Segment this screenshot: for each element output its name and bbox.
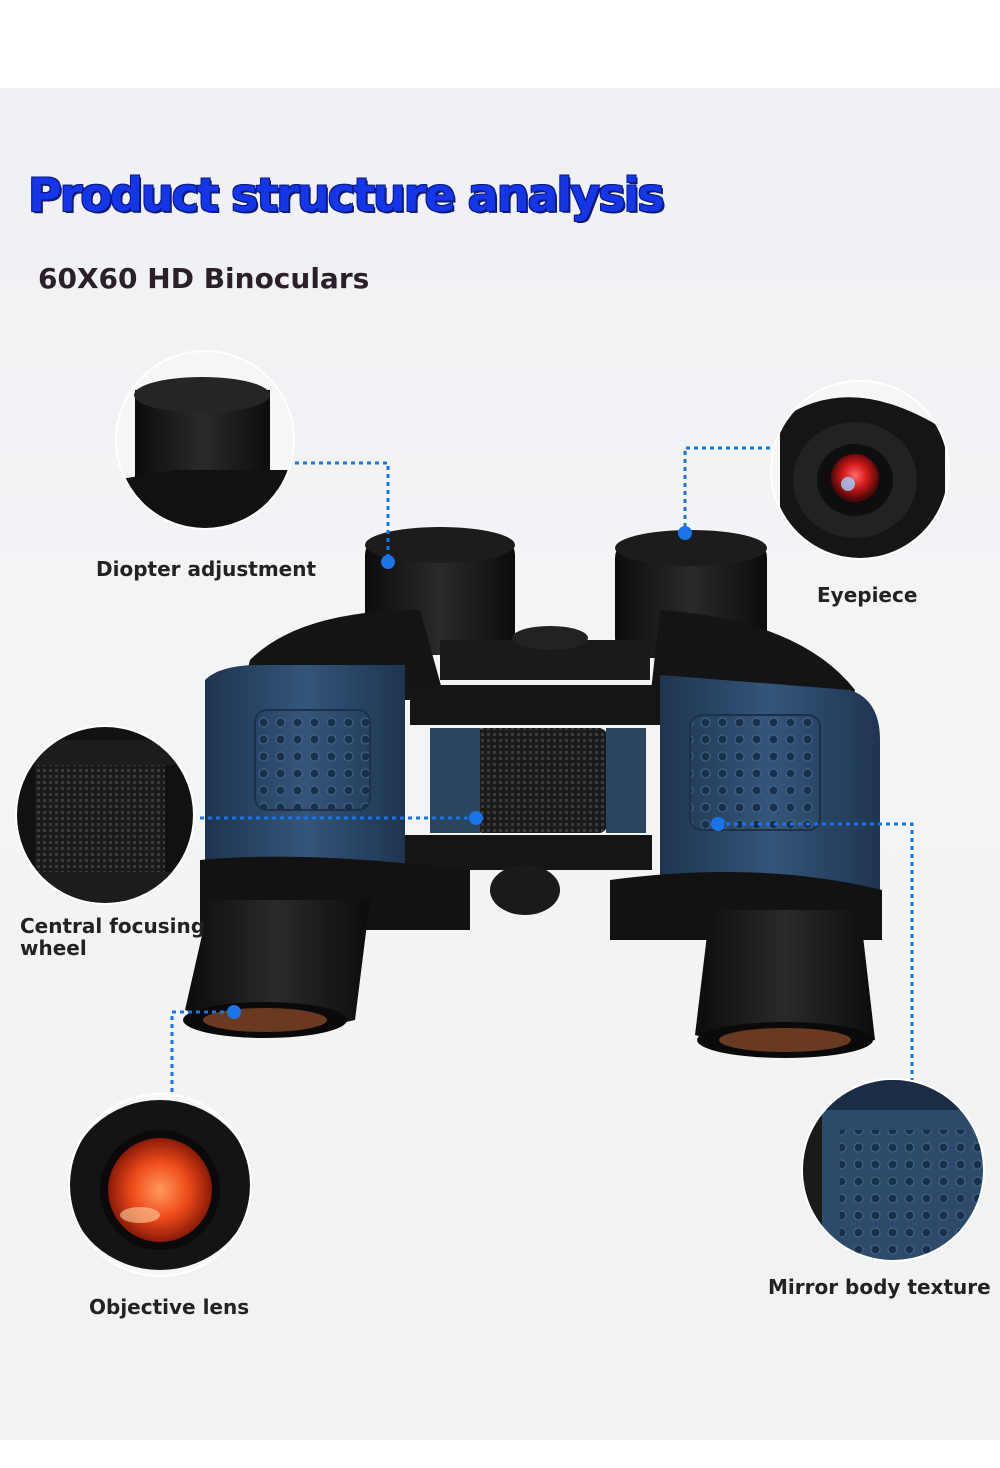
binoculars-body: [183, 527, 882, 1058]
label-central-focusing-line1: Central focusing: [20, 914, 206, 938]
diopter-detail-image: [115, 350, 295, 530]
leader-lines: [170, 446, 914, 1098]
product-subtitle: 60X60 HD Binoculars: [38, 262, 370, 295]
label-objective-lens: Objective lens: [89, 1295, 250, 1319]
objective-lens-detail-image: [68, 1093, 252, 1277]
leader-dots: [227, 526, 725, 1019]
page-title: Product structure analysis: [28, 168, 665, 222]
eyepiece-detail-image: [770, 380, 950, 560]
label-mirror-body-texture: Mirror body texture: [768, 1275, 991, 1299]
label-central-focusing-wheel: Central focusing wheel: [20, 915, 205, 959]
label-central-focusing-line2: wheel: [20, 936, 87, 960]
body-texture-detail-image: [801, 1078, 985, 1262]
label-eyepiece: Eyepiece: [817, 583, 918, 607]
focus-wheel-detail-image: [15, 725, 195, 905]
label-diopter-adjustment: Diopter adjustment: [96, 557, 317, 581]
